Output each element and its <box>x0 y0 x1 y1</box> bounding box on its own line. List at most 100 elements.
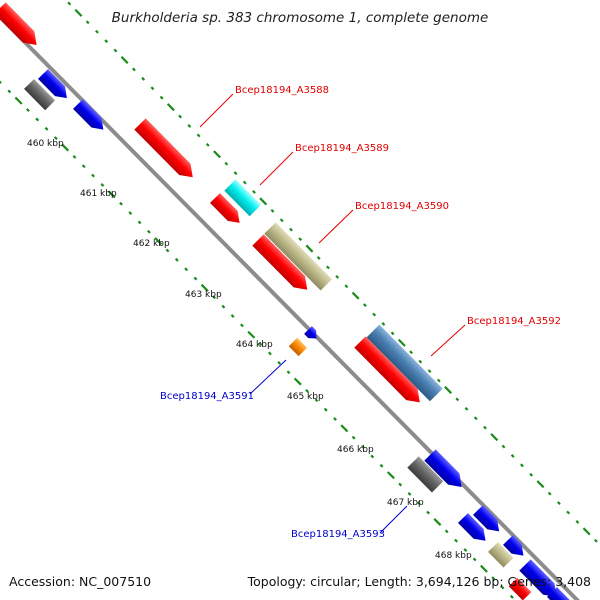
gene-label[interactable]: Bcep18194_A3591 <box>160 391 254 402</box>
tick-mark <box>213 150 221 159</box>
tick-mark <box>397 338 406 347</box>
tick-mark <box>444 385 452 394</box>
tick-mark <box>509 594 514 599</box>
gene-label[interactable]: Bcep18194_A3589 <box>295 143 389 154</box>
tick-mark <box>372 312 377 317</box>
gene-shape <box>508 577 532 600</box>
accession-text: Accession: NC_007510 <box>9 574 151 589</box>
tick-mark <box>270 208 275 213</box>
topology-text: Topology: circular; Length: 3,694,126 bp… <box>247 574 591 589</box>
orange-gene-arrow <box>288 337 308 357</box>
tick-mark <box>582 527 591 536</box>
tick-mark <box>520 463 524 468</box>
chromosome-backbone <box>0 14 580 600</box>
tick-mark <box>81 164 86 169</box>
gene-shape <box>547 587 579 600</box>
tick-mark <box>433 518 442 526</box>
tick-mark <box>247 330 256 339</box>
tick-mark <box>557 501 561 505</box>
tick-mark <box>200 283 209 292</box>
tick-mark <box>141 76 146 81</box>
tick-mark <box>490 433 499 442</box>
tick-mark <box>178 114 182 119</box>
gene-shape <box>366 324 443 402</box>
tick-mark <box>409 350 413 355</box>
tick-mark <box>277 360 282 365</box>
tick-label: 462 kbp <box>133 239 170 249</box>
tick-mark <box>268 351 272 356</box>
tick-label: 464 kbp <box>236 340 273 350</box>
tick-mark <box>119 201 123 206</box>
tick-mark <box>501 444 506 449</box>
tick-mark <box>370 454 375 459</box>
tick-mark <box>407 491 412 496</box>
tick-label: 463 kbp <box>185 290 222 300</box>
tick-mark <box>340 424 349 433</box>
tick-mark <box>510 454 515 458</box>
red-gene-arrow <box>252 234 308 290</box>
tick-mark <box>230 314 235 318</box>
tick-mark <box>95 29 99 34</box>
gene-shape <box>407 456 444 493</box>
tick-mark <box>187 124 192 128</box>
callout-line <box>259 151 294 186</box>
tick-mark <box>536 480 545 489</box>
tick-mark <box>416 501 421 506</box>
tick-mark <box>491 576 496 581</box>
gene-label[interactable]: Bcep18194_A3593 <box>291 529 385 540</box>
callout-line <box>199 93 234 128</box>
tick-mark <box>150 86 155 91</box>
red-gene-arrow <box>508 577 532 600</box>
tick-mark <box>398 482 403 487</box>
gene-label[interactable]: Bcep18194_A3590 <box>355 201 449 212</box>
gene-shape <box>473 505 500 532</box>
tick-mark <box>316 256 321 260</box>
gray-gene-arrow <box>24 79 56 111</box>
tick-mark <box>454 538 458 543</box>
gene-label[interactable]: Bcep18194_A3592 <box>467 316 561 327</box>
gene-label[interactable]: Bcep18194_A3588 <box>235 85 329 96</box>
tick-mark <box>279 218 284 223</box>
gene-shape <box>503 535 524 556</box>
tick-mark <box>472 557 477 562</box>
gene-shape <box>288 337 308 357</box>
tick-mark <box>463 548 468 552</box>
gene-shape <box>0 2 37 45</box>
tick-mark <box>436 378 441 383</box>
tick-mark <box>233 171 238 176</box>
cyan-gene-arrow <box>224 179 262 217</box>
tick-mark <box>351 291 360 300</box>
gene-shape <box>304 326 317 339</box>
blue-gene-arrow <box>38 69 67 99</box>
blue-gene-arrow <box>503 535 524 556</box>
tick-mark <box>286 370 291 375</box>
tick-mark <box>224 161 229 166</box>
tick-mark <box>193 276 198 281</box>
tick-mark <box>147 229 151 234</box>
tick-mark <box>473 416 478 421</box>
blue-gene-arrow <box>547 587 579 600</box>
tick-mark <box>113 48 118 53</box>
tick-mark <box>26 108 30 112</box>
red-gene-arrow <box>0 2 37 45</box>
tick-mark <box>289 227 293 232</box>
tick-mark <box>390 331 395 336</box>
tick-mark <box>363 303 367 307</box>
gene-shape <box>458 513 486 541</box>
tick-mark <box>120 56 129 64</box>
tick-mark <box>594 538 598 543</box>
tick-mark <box>61 143 70 152</box>
gene-shape <box>354 336 420 403</box>
tick-mark <box>100 183 105 187</box>
red-gene-arrow <box>354 336 420 403</box>
tick-mark <box>326 265 330 270</box>
callout-line <box>379 505 408 534</box>
tick-mark <box>427 369 432 373</box>
gene-shape <box>252 234 308 290</box>
tick-mark <box>128 211 133 215</box>
tick-mark <box>196 133 201 138</box>
gene-shape <box>24 79 56 111</box>
